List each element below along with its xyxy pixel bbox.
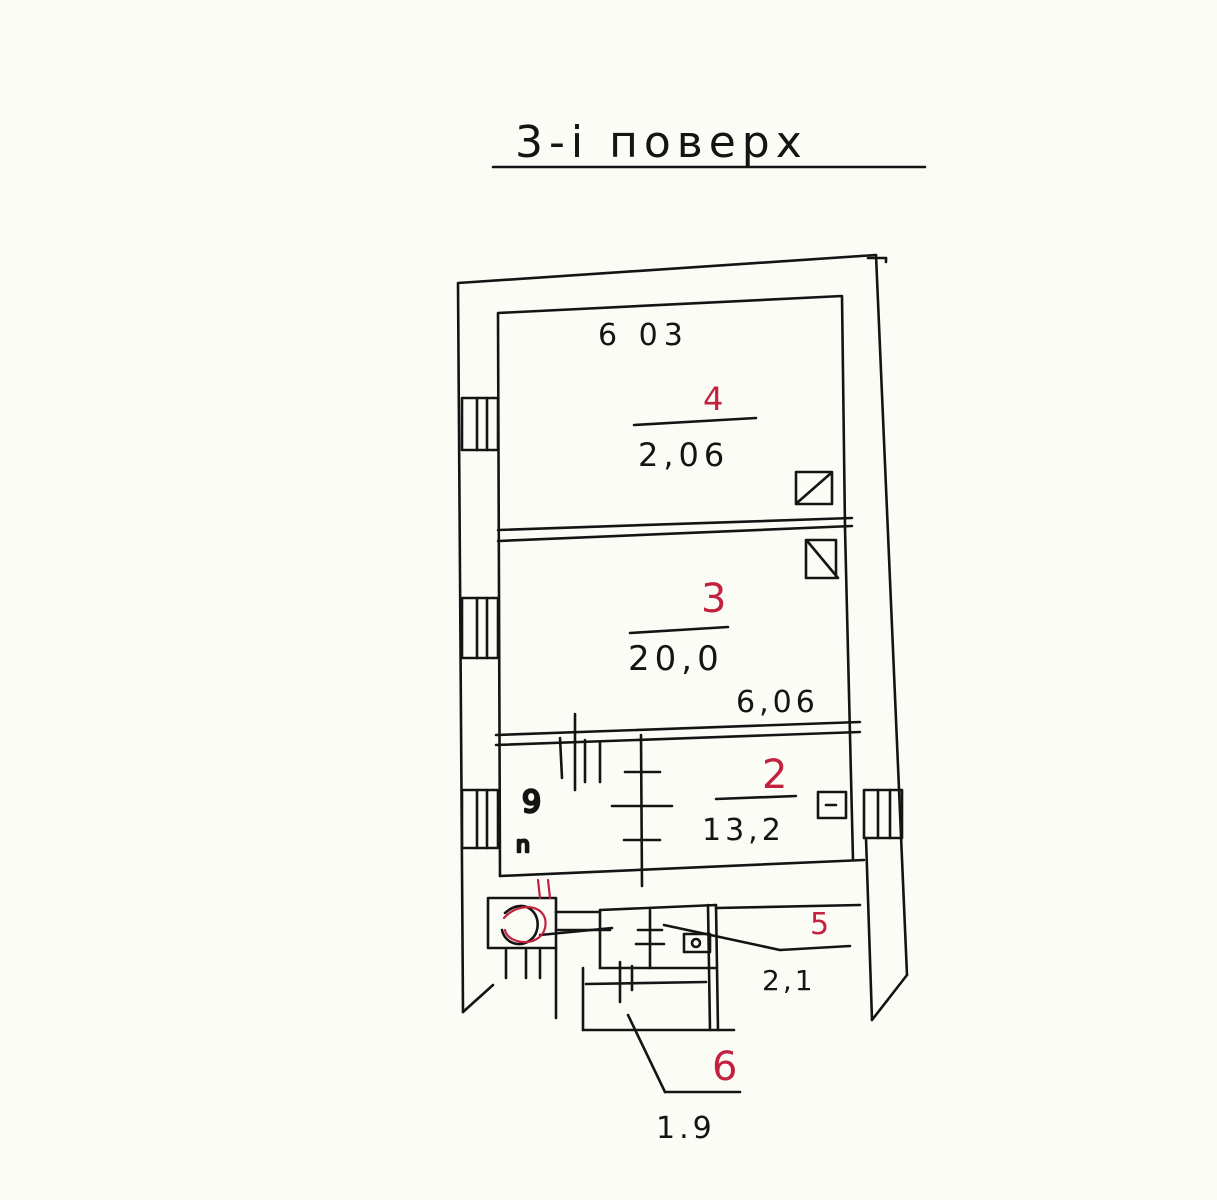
room-2-number: 2 (762, 752, 787, 798)
room-2-fraction-bar (714, 794, 798, 801)
vent-shaft-room3 (804, 538, 840, 580)
stair-red-mark (502, 878, 552, 944)
room-3-number: 3 (701, 576, 726, 622)
window-west-3 (460, 788, 500, 850)
door-marks-room2: 9 n (515, 712, 674, 888)
room-4-area: 2,06 (638, 436, 729, 474)
outer-walls (456, 253, 909, 1022)
room-3-area: 20,0 (628, 639, 724, 679)
room-5-area: 2,1 (762, 964, 816, 997)
room-4-number: 4 (703, 380, 723, 418)
svg-text:n: n (516, 833, 530, 858)
room-2-area: 13,2 (702, 813, 785, 848)
window-west-1 (460, 396, 500, 452)
window-east (862, 788, 904, 840)
dimension-middle: 6,06 (736, 685, 819, 720)
window-west-2 (460, 596, 500, 660)
room-3-fraction-bar (628, 625, 730, 635)
vent-shaft-room4 (794, 470, 834, 506)
leader-lines (626, 923, 852, 1094)
dimension-top: 6 03 (598, 318, 689, 353)
floor-title: 3-і поверх (515, 117, 808, 168)
room-5-number: 5 (810, 907, 829, 942)
room-4-fraction-bar (632, 416, 758, 427)
room-6-area: 1.9 (656, 1111, 716, 1146)
stove-room2 (816, 790, 848, 820)
room-6-number: 6 (712, 1044, 737, 1090)
stair-and-small-rooms (486, 896, 862, 1032)
inner-walls (494, 294, 866, 878)
svg-text:9: 9 (522, 785, 541, 820)
